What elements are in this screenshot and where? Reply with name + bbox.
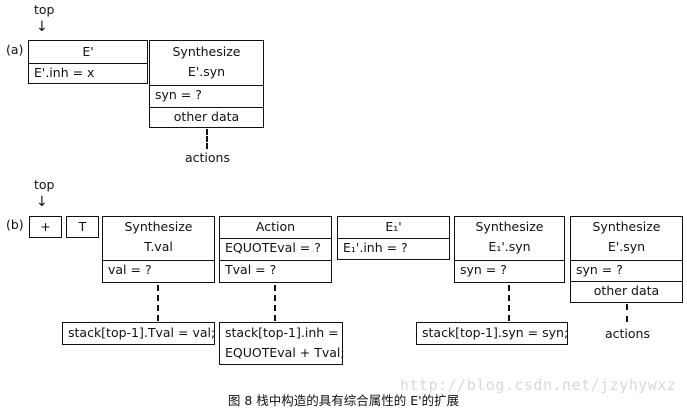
node-row: EQUOTEval = ? — [220, 238, 331, 257]
node-synthesize-e-syn-b: Synthesize E'.syn syn = ? other data — [570, 216, 683, 303]
node-header-sub: E'.syn — [607, 239, 646, 254]
node-header-sub: T.val — [144, 239, 173, 254]
actions-label-a: actions — [185, 150, 230, 165]
node-action: Action EQUOTEval = ? Tval = ? — [219, 216, 332, 283]
node-header: + — [40, 219, 51, 234]
node-row: E'.inh = x — [29, 63, 147, 82]
code-box-tval: stack[top-1].Tval = val; — [62, 322, 215, 345]
label-a: (a) — [6, 42, 24, 57]
dashed-connector — [626, 304, 628, 322]
node-row: syn = ? — [455, 260, 564, 279]
figure-caption: 图 8 栈中构造的具有综合属性的 E'的扩展 — [227, 393, 460, 408]
dashed-connector — [274, 285, 276, 321]
node-row: syn = ? — [150, 85, 263, 104]
node-header: Synthesize — [475, 219, 544, 234]
top-label-b: top — [34, 177, 55, 192]
watermark: http://blog.csdn.net/jzyhywxz — [400, 376, 677, 394]
dashed-connector — [206, 129, 208, 149]
node-row: other data — [150, 107, 263, 126]
actions-label-b: actions — [605, 326, 650, 341]
node-header: E' — [82, 44, 94, 59]
node-plus: + — [29, 216, 62, 238]
node-header-sub: E'.syn — [187, 64, 226, 79]
code-box-inh: stack[top-1].inh = EQUOTEval + Tval; — [219, 322, 345, 365]
code-text: stack[top-1].Tval = val; — [68, 325, 216, 340]
dashed-connector — [508, 285, 510, 321]
node-header: Action — [255, 219, 296, 234]
node-header: Synthesize — [592, 219, 661, 234]
node-e1-prime: E₁' E₁'.inh = ? — [337, 216, 450, 260]
node-header: T — [78, 219, 87, 234]
node-e-prime: E' E'.inh = x — [28, 40, 148, 84]
node-row: syn = ? — [571, 260, 682, 279]
node-row: E₁'.inh = ? — [338, 238, 449, 257]
node-header: Synthesize — [172, 44, 241, 59]
top-label-a: top — [34, 2, 55, 17]
node-t: T — [66, 216, 99, 238]
down-arrow-icon: ↓ — [36, 194, 48, 210]
label-b: (b) — [6, 217, 24, 232]
node-row: Tval = ? — [220, 260, 331, 279]
node-synthesize-e1-syn: Synthesize E₁'.syn syn = ? — [454, 216, 565, 283]
code-text: stack[top-1].syn = syn; — [422, 325, 569, 340]
code-text-line2: EQUOTEval + Tval; — [225, 345, 345, 360]
node-header: Synthesize — [124, 219, 193, 234]
node-row: other data — [571, 281, 682, 300]
node-header: E₁' — [385, 219, 402, 234]
code-text-line1: stack[top-1].inh = — [225, 325, 339, 340]
node-synthesize-t-val: Synthesize T.val val = ? — [102, 216, 215, 283]
node-synthesize-e-syn: Synthesize E'.syn syn = ? other data — [149, 40, 264, 128]
node-header-sub: E₁'.syn — [488, 239, 531, 254]
code-box-syn: stack[top-1].syn = syn; — [416, 322, 568, 345]
dashed-connector — [157, 285, 159, 321]
node-row: val = ? — [103, 260, 214, 279]
down-arrow-icon: ↓ — [36, 19, 48, 35]
